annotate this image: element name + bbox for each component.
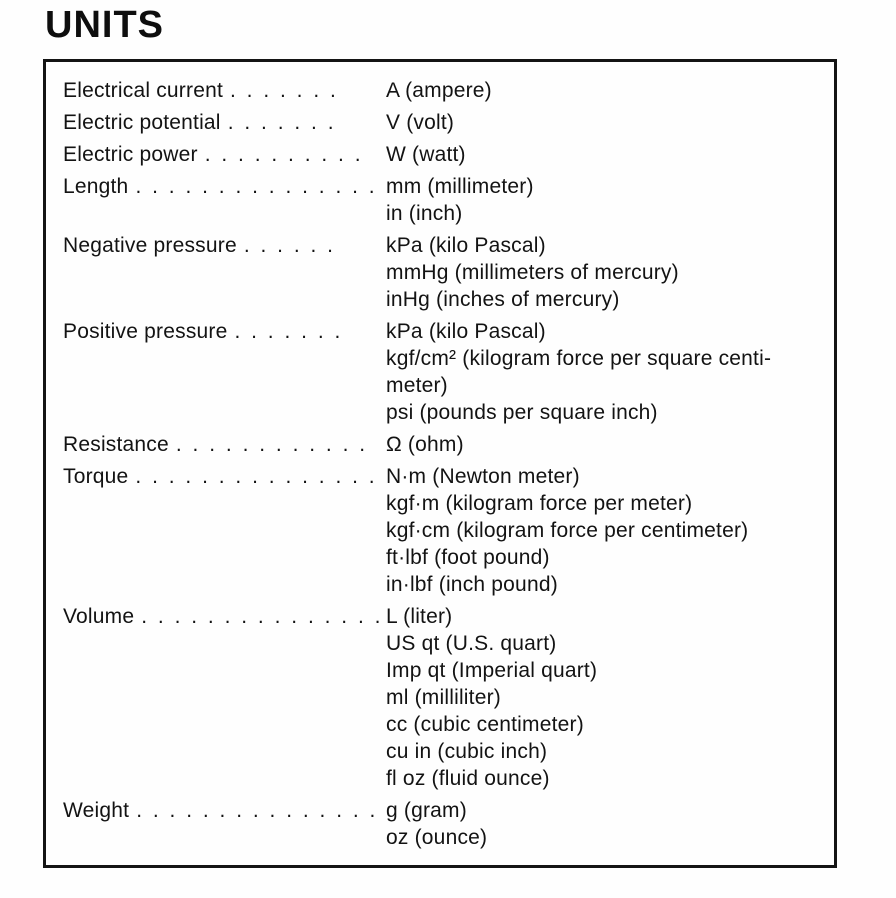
category-label: Electric power	[63, 143, 198, 166]
units-cell: mm (millimeter) in (inch)	[386, 173, 826, 227]
dot-leader: . . . . . .	[243, 234, 336, 257]
unit-value: N·m (Newton meter)	[386, 465, 580, 488]
category-cell: Positive pressure . . . . . . .	[63, 318, 386, 345]
category-label: Positive pressure	[63, 320, 228, 343]
category-label: Electric potential	[63, 111, 221, 134]
category-cell: Electrical current . . . . . . .	[63, 77, 386, 104]
category-label: Weight	[63, 799, 130, 822]
unit-value: cc (cubic centimeter)	[386, 713, 584, 736]
dot-leader: . . . . . . . . . .	[204, 143, 364, 166]
unit-value: psi (pounds per square inch)	[386, 401, 658, 424]
unit-value: g (gram)	[386, 799, 467, 822]
category-cell: Torque . . . . . . . . . . . . . . . .	[63, 463, 386, 490]
dot-leader: . . . . . . .	[234, 320, 343, 343]
dot-leader: . . . . . . . . . . . . . . .	[135, 175, 378, 198]
table-row: Torque . . . . . . . . . . . . . . . . N·…	[63, 463, 826, 598]
unit-value: Imp qt (Imperial quart)	[386, 659, 598, 682]
table-row: Resistance . . . . . . . . . . . . Ω (ohm…	[63, 431, 826, 458]
table-row: Electrical current . . . . . . . A (amper…	[63, 77, 826, 104]
table-row: Volume . . . . . . . . . . . . . . . . L …	[63, 603, 826, 792]
units-cell: kPa (kilo Pascal) mmHg (millimeters of me…	[386, 232, 826, 313]
units-cell: N·m (Newton meter) kgf·m (kilogram force …	[386, 463, 826, 598]
category-label: Electrical current	[63, 79, 223, 102]
units-cell: W (watt)	[386, 141, 826, 168]
dot-leader: . . . . . . .	[227, 111, 337, 134]
unit-value: kPa (kilo Pascal)	[386, 234, 546, 257]
unit-value: kgf·m (kilogram force per meter)	[386, 492, 693, 515]
unit-value: mm (millimeter)	[386, 175, 534, 198]
category-label: Length	[63, 175, 129, 198]
category-label: Volume	[63, 605, 135, 628]
dot-leader: . . . . . . .	[229, 79, 339, 102]
page-title: UNITS	[45, 4, 164, 46]
unit-value: US qt (U.S. quart)	[386, 632, 557, 655]
unit-value: Ω (ohm)	[386, 433, 464, 456]
table-row: Electric power . . . . . . . . . . W (wat…	[63, 141, 826, 168]
unit-value: ml (milliliter)	[386, 686, 501, 709]
unit-value: kgf/cm² (kilogram force per square centi…	[386, 347, 772, 370]
unit-value: cu in (cubic inch)	[386, 740, 548, 763]
category-cell: Electric potential . . . . . . .	[63, 109, 386, 136]
category-label: Negative pressure	[63, 234, 237, 257]
unit-value: mmHg (millimeters of mercury)	[386, 261, 679, 284]
category-label: Resistance	[63, 433, 169, 456]
category-cell: Resistance . . . . . . . . . . . .	[63, 431, 386, 458]
table-row: Length . . . . . . . . . . . . . . . mm (…	[63, 173, 826, 227]
units-cell: g (gram) oz (ounce)	[386, 797, 826, 851]
unit-value: ft·lbf (foot pound)	[386, 546, 550, 569]
unit-value: W (watt)	[386, 143, 466, 166]
dot-leader: . . . . . . . . . . . .	[175, 433, 368, 456]
unit-value: L (liter)	[386, 605, 453, 628]
unit-value: in (inch)	[386, 202, 463, 225]
table-row: Weight . . . . . . . . . . . . . . . . g …	[63, 797, 826, 851]
unit-value: oz (ounce)	[386, 826, 488, 849]
table-row: Negative pressure . . . . . . kPa (kilo P…	[63, 232, 826, 313]
units-cell: V (volt)	[386, 109, 826, 136]
category-cell: Electric power . . . . . . . . . .	[63, 141, 386, 168]
unit-value: kgf·cm (kilogram force per centimeter)	[386, 519, 749, 542]
units-cell: Ω (ohm)	[386, 431, 826, 458]
units-cell: kPa (kilo Pascal) kgf/cm² (kilogram force…	[386, 318, 826, 426]
unit-value: kPa (kilo Pascal)	[386, 320, 546, 343]
dot-leader: . . . . . . . . . . . . . . . .	[141, 605, 386, 628]
units-cell: A (ampere)	[386, 77, 826, 104]
category-cell: Volume . . . . . . . . . . . . . . . .	[63, 603, 386, 630]
unit-value: V (volt)	[386, 111, 455, 134]
category-cell: Weight . . . . . . . . . . . . . . . .	[63, 797, 386, 824]
table-row: Positive pressure . . . . . . . kPa (kilo…	[63, 318, 826, 426]
unit-value: fl oz (fluid ounce)	[386, 767, 550, 790]
category-cell: Negative pressure . . . . . .	[63, 232, 386, 259]
unit-value: A (ampere)	[386, 79, 492, 102]
unit-value: inHg (inches of mercury)	[386, 288, 620, 311]
dot-leader: . . . . . . . . . . . . . . . .	[136, 799, 386, 822]
table-row: Electric potential . . . . . . . V (volt)	[63, 109, 826, 136]
unit-value: meter)	[386, 374, 448, 397]
unit-value: in·lbf (inch pound)	[386, 573, 558, 596]
units-cell: L (liter) US qt (U.S. quart) Imp qt (Imper…	[386, 603, 826, 792]
dot-leader: . . . . . . . . . . . . . . . .	[135, 465, 386, 488]
category-cell: Length . . . . . . . . . . . . . . .	[63, 173, 386, 200]
units-table: Electrical current. . . . . . . A (amper…	[43, 59, 837, 868]
category-label: Torque	[63, 465, 129, 488]
